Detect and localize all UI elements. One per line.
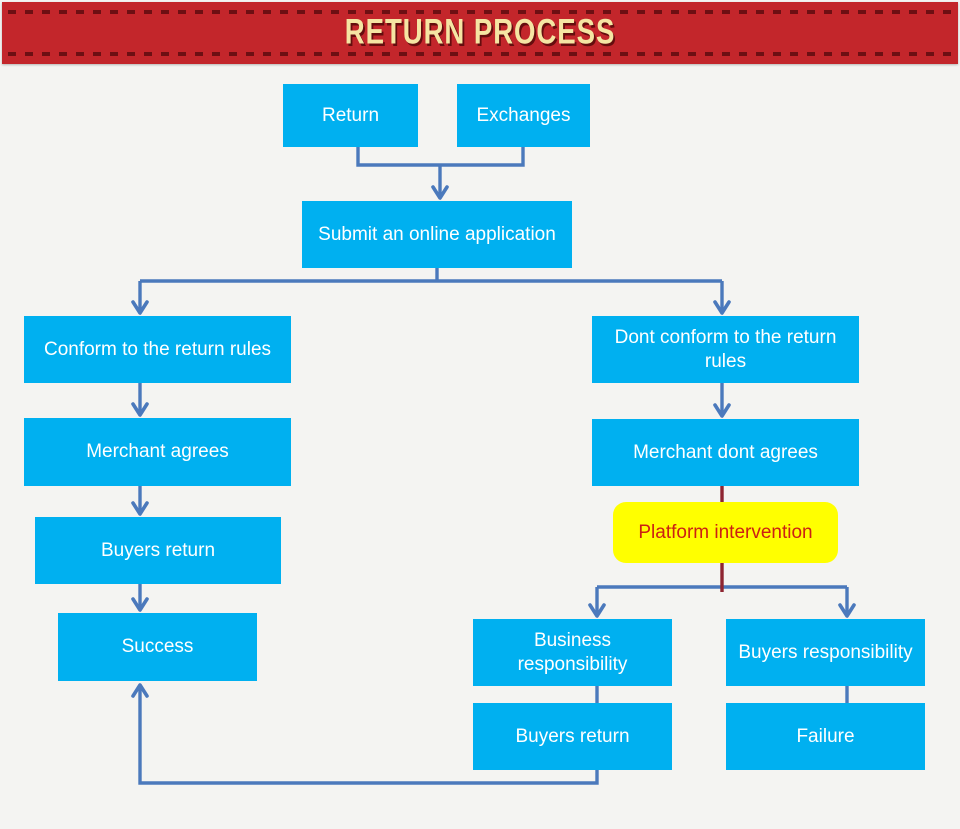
node-buyers-responsibility: Buyers responsibility: [726, 619, 925, 686]
node-success: Success: [58, 613, 257, 681]
node-label: Failure: [796, 725, 855, 747]
node-buyers-return-left: Buyers return: [35, 517, 281, 584]
node-platform-intervention: Platform intervention: [613, 502, 838, 563]
connector-feedback-to-success: [131, 683, 599, 785]
node-merchant-agrees: Merchant agrees: [24, 418, 291, 486]
node-return: Return: [283, 84, 418, 147]
node-conform-rules: Conform to the return rules: [24, 316, 291, 383]
node-label: Success: [121, 636, 194, 657]
node-label: Platform intervention: [638, 521, 813, 543]
node-label: Business responsibility: [517, 629, 628, 675]
node-submit-application: Submit an online application: [302, 201, 572, 268]
node-label: Buyers responsibility: [738, 641, 913, 663]
node-label: Return: [321, 104, 380, 126]
header-banner: RETURN PROCESS: [2, 2, 958, 64]
node-business-responsibility: Business responsibility: [473, 619, 672, 686]
node-merchant-dont-agrees: Merchant dont agrees: [592, 419, 859, 486]
node-label: Dont conform to the return rules: [614, 326, 837, 372]
node-label: Conform to the return rules: [43, 338, 272, 360]
node-label: Submit an online application: [318, 223, 556, 245]
connector-return-exchanges-merge: [356, 147, 525, 167]
node-label: Buyers return: [515, 725, 630, 747]
node-buyers-return-right: Buyers return: [473, 703, 672, 770]
node-label: Buyers return: [100, 539, 216, 561]
node-label: Merchant dont agrees: [633, 441, 818, 463]
node-dont-conform-rules: Dont conform to the return rules: [592, 316, 859, 383]
node-exchanges: Exchanges: [457, 84, 590, 147]
page-title: RETURN PROCESS: [344, 12, 616, 52]
node-label: Exchanges: [476, 104, 571, 126]
node-failure: Failure: [726, 703, 925, 770]
node-label: Merchant agrees: [86, 441, 229, 462]
